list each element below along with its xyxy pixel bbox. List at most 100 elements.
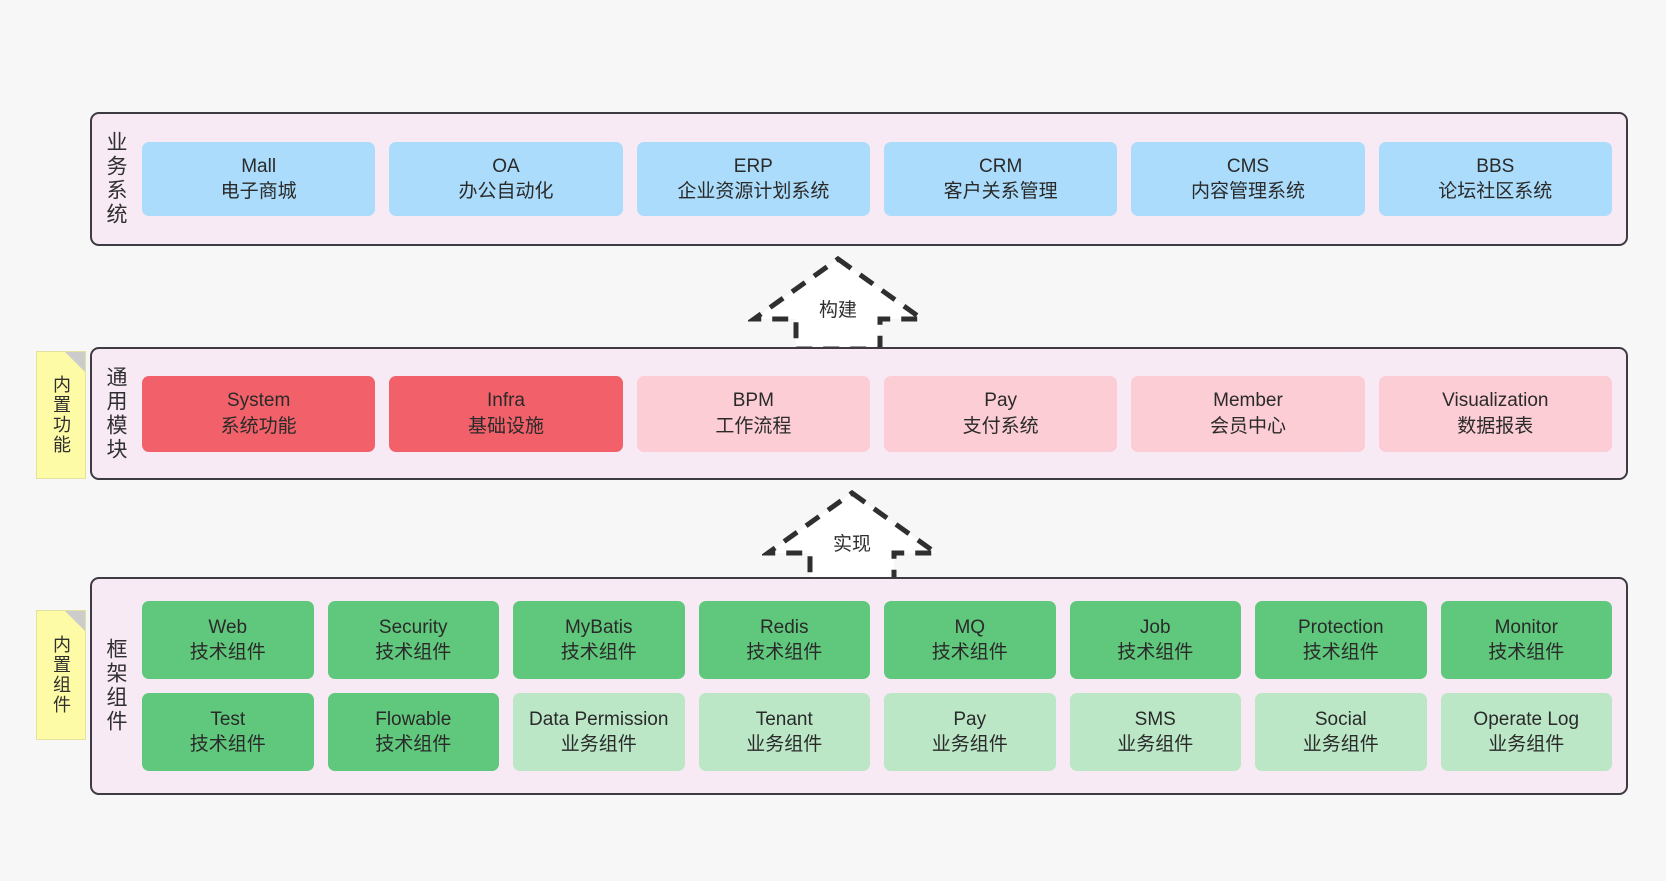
component-card-subtitle: 业务组件 bbox=[1302, 734, 1379, 755]
component-card-protection[interactable]: Protection 技术组件 bbox=[1255, 601, 1427, 679]
cell-row: Mall 电子商城 OA 办公自动化 ERP 企业资源计划系统 CRM 客户关系… bbox=[142, 142, 1612, 216]
module-card-title: Member bbox=[1213, 390, 1283, 412]
module-card-system[interactable]: System 系统功能 bbox=[142, 375, 376, 452]
layer-cells-framework: Web 技术组件 Security 技术组件 MyBatis 技术组件 Redi… bbox=[138, 579, 1626, 793]
layer-title-common-module: 通用模块 bbox=[104, 365, 128, 462]
component-card-mybatis[interactable]: MyBatis 技术组件 bbox=[513, 601, 685, 679]
module-card-infra[interactable]: Infra 基础设施 bbox=[389, 375, 623, 452]
component-card-operate-log[interactable]: Operate Log 业务组件 bbox=[1440, 693, 1612, 771]
component-card-subtitle: 技术组件 bbox=[375, 642, 452, 663]
module-card-title: Infra bbox=[486, 390, 525, 412]
component-card-title: SMS bbox=[1134, 708, 1176, 730]
component-card-title: Pay bbox=[953, 708, 987, 730]
layer-title-business-system: 业务系统 bbox=[104, 131, 128, 227]
component-card-web[interactable]: Web 技术组件 bbox=[142, 601, 314, 679]
module-card-title: BPM bbox=[732, 390, 774, 412]
module-card-subtitle: 论坛社区系统 bbox=[1438, 181, 1553, 202]
component-card-mq[interactable]: MQ 技术组件 bbox=[884, 601, 1056, 679]
sticky-note-label: 内置组件 bbox=[51, 635, 71, 715]
component-card-title: MQ bbox=[954, 616, 986, 638]
cell-row: Web 技术组件 Security 技术组件 MyBatis 技术组件 Redi… bbox=[142, 601, 1612, 679]
component-card-title: MyBatis bbox=[564, 616, 633, 638]
component-card-subtitle: 技术组件 bbox=[931, 642, 1008, 663]
component-card-title: Security bbox=[378, 616, 448, 638]
component-card-title: Job bbox=[1139, 616, 1171, 638]
module-card-pay[interactable]: Pay 支付系统 bbox=[883, 375, 1118, 452]
component-card-title: Tenant bbox=[755, 708, 813, 730]
component-card-security[interactable]: Security 技术组件 bbox=[327, 601, 499, 679]
arrow-build: 构建 bbox=[748, 253, 928, 353]
module-card-bbs[interactable]: BBS 论坛社区系统 bbox=[1378, 142, 1612, 216]
component-card-subtitle: 技术组件 bbox=[375, 734, 452, 755]
sticky-note-builtin-component: 内置组件 bbox=[36, 610, 86, 740]
module-card-erp[interactable]: ERP 企业资源计划系统 bbox=[636, 142, 870, 216]
module-card-title: Pay bbox=[984, 390, 1018, 412]
component-card-subtitle: 业务组件 bbox=[560, 734, 637, 755]
component-card-subtitle: 技术组件 bbox=[189, 734, 266, 755]
component-card-pay[interactable]: Pay 业务组件 bbox=[884, 693, 1056, 771]
arrow-implement-label: 实现 bbox=[832, 534, 871, 555]
component-card-subtitle: 技术组件 bbox=[1117, 642, 1194, 663]
component-card-redis[interactable]: Redis 技术组件 bbox=[698, 601, 870, 679]
component-card-monitor[interactable]: Monitor 技术组件 bbox=[1440, 601, 1612, 679]
component-card-flowable[interactable]: Flowable 技术组件 bbox=[327, 693, 499, 771]
module-card-crm[interactable]: CRM 客户关系管理 bbox=[883, 142, 1118, 216]
layer-common-module: 通用模块 System 系统功能 Infra 基础设施 BPM 工作流程 Pay… bbox=[90, 347, 1628, 480]
module-card-subtitle: 基础设施 bbox=[467, 415, 544, 437]
module-card-title: ERP bbox=[733, 155, 773, 177]
component-card-sms[interactable]: SMS 业务组件 bbox=[1069, 693, 1241, 771]
arrow-build-label: 构建 bbox=[818, 300, 857, 321]
module-card-subtitle: 企业资源计划系统 bbox=[677, 181, 830, 202]
module-card-subtitle: 客户关系管理 bbox=[943, 181, 1058, 202]
component-card-data-permission[interactable]: Data Permission 业务组件 bbox=[513, 693, 685, 771]
module-card-subtitle: 内容管理系统 bbox=[1190, 181, 1305, 202]
module-card-title: OA bbox=[492, 155, 520, 177]
sticky-note-builtin-function: 内置功能 bbox=[36, 351, 86, 479]
module-card-mall[interactable]: Mall 电子商城 bbox=[142, 142, 376, 216]
layer-title-framework-component: 框架组件 bbox=[104, 638, 128, 734]
module-card-subtitle: 会员中心 bbox=[1209, 415, 1286, 437]
cell-row: Test 技术组件 Flowable 技术组件 Data Permission … bbox=[142, 693, 1612, 771]
module-card-title: Mall bbox=[241, 155, 277, 177]
module-card-subtitle: 系统功能 bbox=[220, 415, 297, 437]
module-card-title: Visualization bbox=[1442, 390, 1549, 412]
module-card-subtitle: 电子商城 bbox=[220, 181, 297, 202]
component-card-subtitle: 业务组件 bbox=[746, 734, 823, 755]
component-card-title: Redis bbox=[759, 616, 809, 638]
arrow-implement: 实现 bbox=[762, 487, 942, 587]
component-card-subtitle: 技术组件 bbox=[746, 642, 823, 663]
module-card-subtitle: 数据报表 bbox=[1457, 415, 1534, 437]
component-card-title: Data Permission bbox=[529, 708, 669, 730]
component-card-title: Web bbox=[208, 616, 248, 638]
module-card-title: BBS bbox=[1476, 155, 1515, 177]
module-card-bpm[interactable]: BPM 工作流程 bbox=[636, 375, 870, 452]
module-card-title: CMS bbox=[1226, 155, 1270, 177]
component-card-subtitle: 技术组件 bbox=[1302, 642, 1379, 663]
component-card-title: Monitor bbox=[1494, 616, 1558, 638]
module-card-oa[interactable]: OA 办公自动化 bbox=[389, 142, 623, 216]
component-card-title: Operate Log bbox=[1473, 708, 1580, 730]
component-card-subtitle: 技术组件 bbox=[1488, 642, 1565, 663]
component-card-tenant[interactable]: Tenant 业务组件 bbox=[698, 693, 870, 771]
component-card-subtitle: 业务组件 bbox=[931, 734, 1008, 755]
module-card-subtitle: 办公自动化 bbox=[458, 181, 554, 202]
component-card-subtitle: 技术组件 bbox=[560, 642, 637, 663]
component-card-title: Test bbox=[210, 708, 246, 730]
module-card-title: System bbox=[226, 390, 291, 412]
module-card-member[interactable]: Member 会员中心 bbox=[1131, 375, 1365, 452]
module-card-visualization[interactable]: Visualization 数据报表 bbox=[1378, 375, 1612, 452]
module-card-subtitle: 支付系统 bbox=[962, 415, 1039, 437]
component-card-job[interactable]: Job 技术组件 bbox=[1069, 601, 1241, 679]
sticky-note-label: 内置功能 bbox=[51, 375, 71, 455]
component-card-title: Protection bbox=[1297, 616, 1384, 638]
component-card-social[interactable]: Social 业务组件 bbox=[1255, 693, 1427, 771]
module-card-cms[interactable]: CMS 内容管理系统 bbox=[1131, 142, 1365, 216]
layer-cells-common: System 系统功能 Infra 基础设施 BPM 工作流程 Pay 支付系统… bbox=[138, 349, 1626, 478]
component-card-title: Social bbox=[1314, 708, 1367, 730]
component-card-subtitle: 技术组件 bbox=[189, 642, 266, 663]
module-card-subtitle: 工作流程 bbox=[715, 415, 792, 437]
layer-framework-component: 框架组件 Web 技术组件 Security 技术组件 MyBatis 技术组件… bbox=[90, 577, 1628, 795]
layer-cells-business: Mall 电子商城 OA 办公自动化 ERP 企业资源计划系统 CRM 客户关系… bbox=[138, 114, 1626, 244]
component-card-test[interactable]: Test 技术组件 bbox=[142, 693, 314, 771]
